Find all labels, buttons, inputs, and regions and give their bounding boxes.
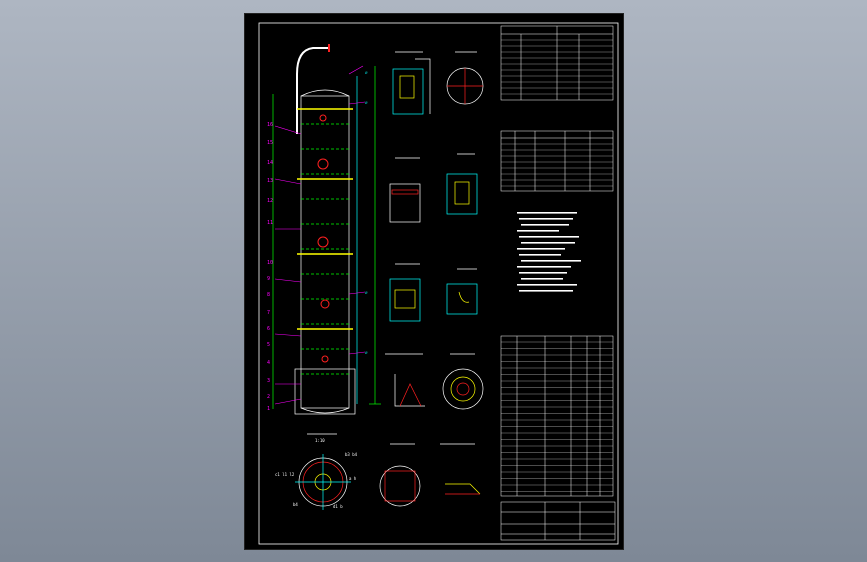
part-number: 16: [267, 122, 273, 128]
cad-drawing: 16 15 14 13 12 11 10 9 8 7 6 5 4 3 2 1 ∅…: [258, 22, 619, 545]
bottom-view-label: b4: [293, 502, 298, 507]
part-number: 13: [267, 178, 273, 184]
bottom-view-label: b3 b4: [345, 452, 358, 457]
part-number: 9: [267, 276, 270, 282]
drawing-sheet: 16 15 14 13 12 11 10 9 8 7 6 5 4 3 2 1 ∅…: [244, 13, 624, 550]
bottom-flange-view: 1:10: [295, 433, 351, 510]
notes-text-line: [521, 278, 563, 280]
support-skirt: [294, 368, 356, 415]
svg-text:∅: ∅: [365, 100, 368, 105]
part-number: 10: [267, 260, 273, 266]
svg-text:∅: ∅: [365, 70, 368, 75]
bottom-view-label: d1 b: [333, 504, 343, 509]
part-number: 6: [267, 326, 270, 332]
notes-text-line: [517, 266, 571, 268]
notes-text-line: [517, 212, 577, 214]
main-tower-elevation: [272, 44, 381, 415]
notes-text-line: [517, 248, 565, 250]
part-number: 12: [267, 198, 273, 204]
part-number: 8: [267, 292, 270, 298]
bottom-view-label: c1 l1 l2: [275, 472, 295, 477]
notes-text-line: [519, 272, 567, 274]
grid-plate-view: [379, 465, 421, 507]
top-vapor-pipe: [296, 47, 329, 134]
notes-text-line: [517, 284, 577, 286]
notes-text-line: [521, 242, 575, 244]
bottom-view-scale: 1:10: [315, 438, 325, 443]
svg-text:∅: ∅: [365, 350, 368, 355]
part-number: 1: [267, 406, 270, 412]
bottom-view-label: a h: [349, 476, 357, 481]
part-number: 7: [267, 310, 270, 316]
title-block: [500, 501, 616, 541]
svg-text:∅: ∅: [365, 290, 368, 295]
tower-shell: [300, 95, 350, 409]
notes-text-line: [521, 224, 569, 226]
notes-text-line: [519, 290, 573, 292]
part-number: 5: [267, 342, 270, 348]
notes-text-line: [517, 230, 559, 232]
ring-section-view: [442, 368, 484, 410]
nozzle-table: [500, 130, 614, 192]
part-number: 4: [267, 360, 270, 366]
technical-tables: [500, 25, 616, 541]
notes-text-line: [521, 260, 581, 262]
notes-text-line: [519, 254, 561, 256]
notes-text-line: [519, 218, 573, 220]
part-number: 14: [267, 160, 273, 166]
part-number: 3: [267, 378, 270, 384]
part-number: 11: [267, 220, 273, 226]
sheet-border: [258, 22, 619, 545]
part-number: 2: [267, 394, 270, 400]
notes-text-line: [519, 236, 579, 238]
detail-views: [379, 51, 484, 507]
parts-list-table: [500, 335, 614, 497]
part-number: 15: [267, 140, 273, 146]
